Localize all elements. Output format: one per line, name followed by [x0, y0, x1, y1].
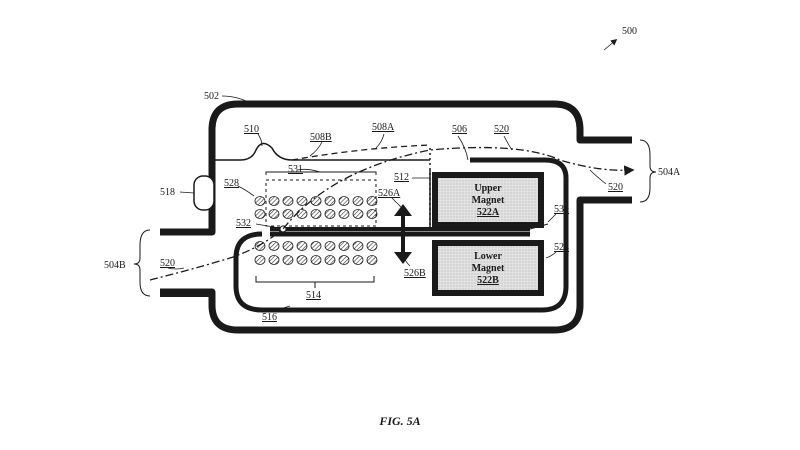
coil-top-row	[254, 196, 378, 219]
coil-winding	[324, 209, 336, 219]
coil-winding	[310, 241, 322, 251]
lower-magnet-line2: Magnet	[472, 263, 505, 274]
label-506: 506	[452, 124, 467, 135]
label-524: 524	[554, 242, 569, 253]
leader-508A	[375, 133, 385, 149]
coil-winding	[352, 255, 364, 265]
coil-winding	[310, 255, 322, 265]
label-518: 518	[160, 187, 175, 198]
coil-winding	[296, 209, 308, 219]
label-508B: 508B	[310, 132, 332, 143]
label-514: 514	[306, 290, 321, 301]
coil-winding	[366, 241, 378, 251]
coil-winding	[268, 241, 280, 251]
label-500: 500	[622, 26, 637, 37]
leader-518	[179, 191, 195, 194]
leader-524	[545, 251, 557, 259]
element-518	[193, 175, 215, 211]
leader-530	[547, 213, 557, 223]
brace-514	[255, 276, 375, 288]
leader-506	[457, 135, 469, 161]
upper-membrane-510	[212, 142, 430, 161]
coil-winding	[352, 209, 364, 219]
label-502: 502	[204, 91, 219, 102]
label-531: 531	[288, 164, 303, 175]
coil-winding	[310, 196, 322, 206]
label-532: 532	[236, 218, 251, 229]
coil-winding	[254, 209, 266, 219]
lower-magnet-body	[438, 246, 538, 290]
coil-winding	[296, 241, 308, 251]
outer-housing-502	[160, 100, 632, 334]
coil-winding	[282, 255, 294, 265]
coil-winding	[352, 196, 364, 206]
brace-504A	[639, 139, 657, 203]
label-528: 528	[224, 178, 239, 189]
coil-winding	[324, 196, 336, 206]
motion-arrow-up	[394, 204, 412, 216]
coil-winding	[366, 196, 378, 206]
coil-winding	[338, 196, 350, 206]
label-520-right: 520	[608, 182, 623, 193]
inner-channel-wall	[233, 157, 569, 313]
leader-526B	[403, 257, 411, 267]
leader-516	[275, 305, 291, 313]
coil-winding	[366, 209, 378, 219]
coil-winding	[296, 255, 308, 265]
leader-502	[221, 95, 253, 105]
label-526B: 526B	[404, 268, 426, 279]
leader-520-left	[167, 267, 185, 270]
coil-winding	[282, 209, 294, 219]
upper-magnet-line2: Magnet	[472, 195, 505, 206]
coil-winding	[268, 255, 280, 265]
coil-winding	[268, 209, 280, 219]
coil-winding	[254, 196, 266, 206]
coil-winding	[338, 209, 350, 219]
brace-504B	[133, 229, 151, 297]
leader-510	[257, 133, 263, 147]
flow-path-508A	[291, 144, 431, 161]
label-526A: 526A	[378, 188, 401, 199]
coil-winding	[338, 241, 350, 251]
figure-caption: FIG. 5A	[378, 414, 420, 428]
label-508A: 508A	[372, 122, 395, 133]
armature-link-530	[529, 223, 549, 230]
motion-arrow-down	[394, 252, 412, 264]
label-516: 516	[262, 312, 277, 323]
coil-winding	[254, 255, 266, 265]
leader-520-right	[589, 169, 607, 185]
upper-magnet-ref: 522A	[477, 207, 500, 218]
label-504A: 504A	[658, 167, 681, 178]
label-510: 510	[244, 124, 259, 135]
coil-winding	[324, 255, 336, 265]
brace-531	[265, 171, 377, 175]
leader-500	[603, 38, 618, 51]
label-504B: 504B	[104, 260, 126, 271]
leader-508B	[309, 141, 323, 157]
leader-531	[297, 168, 321, 173]
coil-winding	[282, 241, 294, 251]
coil-winding	[366, 255, 378, 265]
coil-winding	[324, 241, 336, 251]
leader-528	[237, 185, 255, 197]
leader-532	[255, 223, 281, 229]
coil-winding	[352, 241, 364, 251]
coil-bottom-row	[254, 241, 378, 265]
lower-magnet-ref: 522B	[477, 275, 499, 286]
label-520-top: 520	[494, 124, 509, 135]
upper-magnet-body	[438, 178, 538, 222]
coil-winding	[296, 196, 308, 206]
coil-winding	[282, 196, 294, 206]
leader-520-top	[503, 135, 513, 151]
leader-526A	[391, 197, 403, 209]
label-530: 530	[554, 204, 569, 215]
label-512: 512	[394, 172, 409, 183]
label-520-left: 520	[160, 258, 175, 269]
lower-magnet-line1: Lower	[474, 251, 502, 262]
upper-magnet-line1: Upper	[474, 183, 502, 194]
coil-winding	[310, 209, 322, 219]
coil-winding	[268, 196, 280, 206]
coil-winding	[338, 255, 350, 265]
